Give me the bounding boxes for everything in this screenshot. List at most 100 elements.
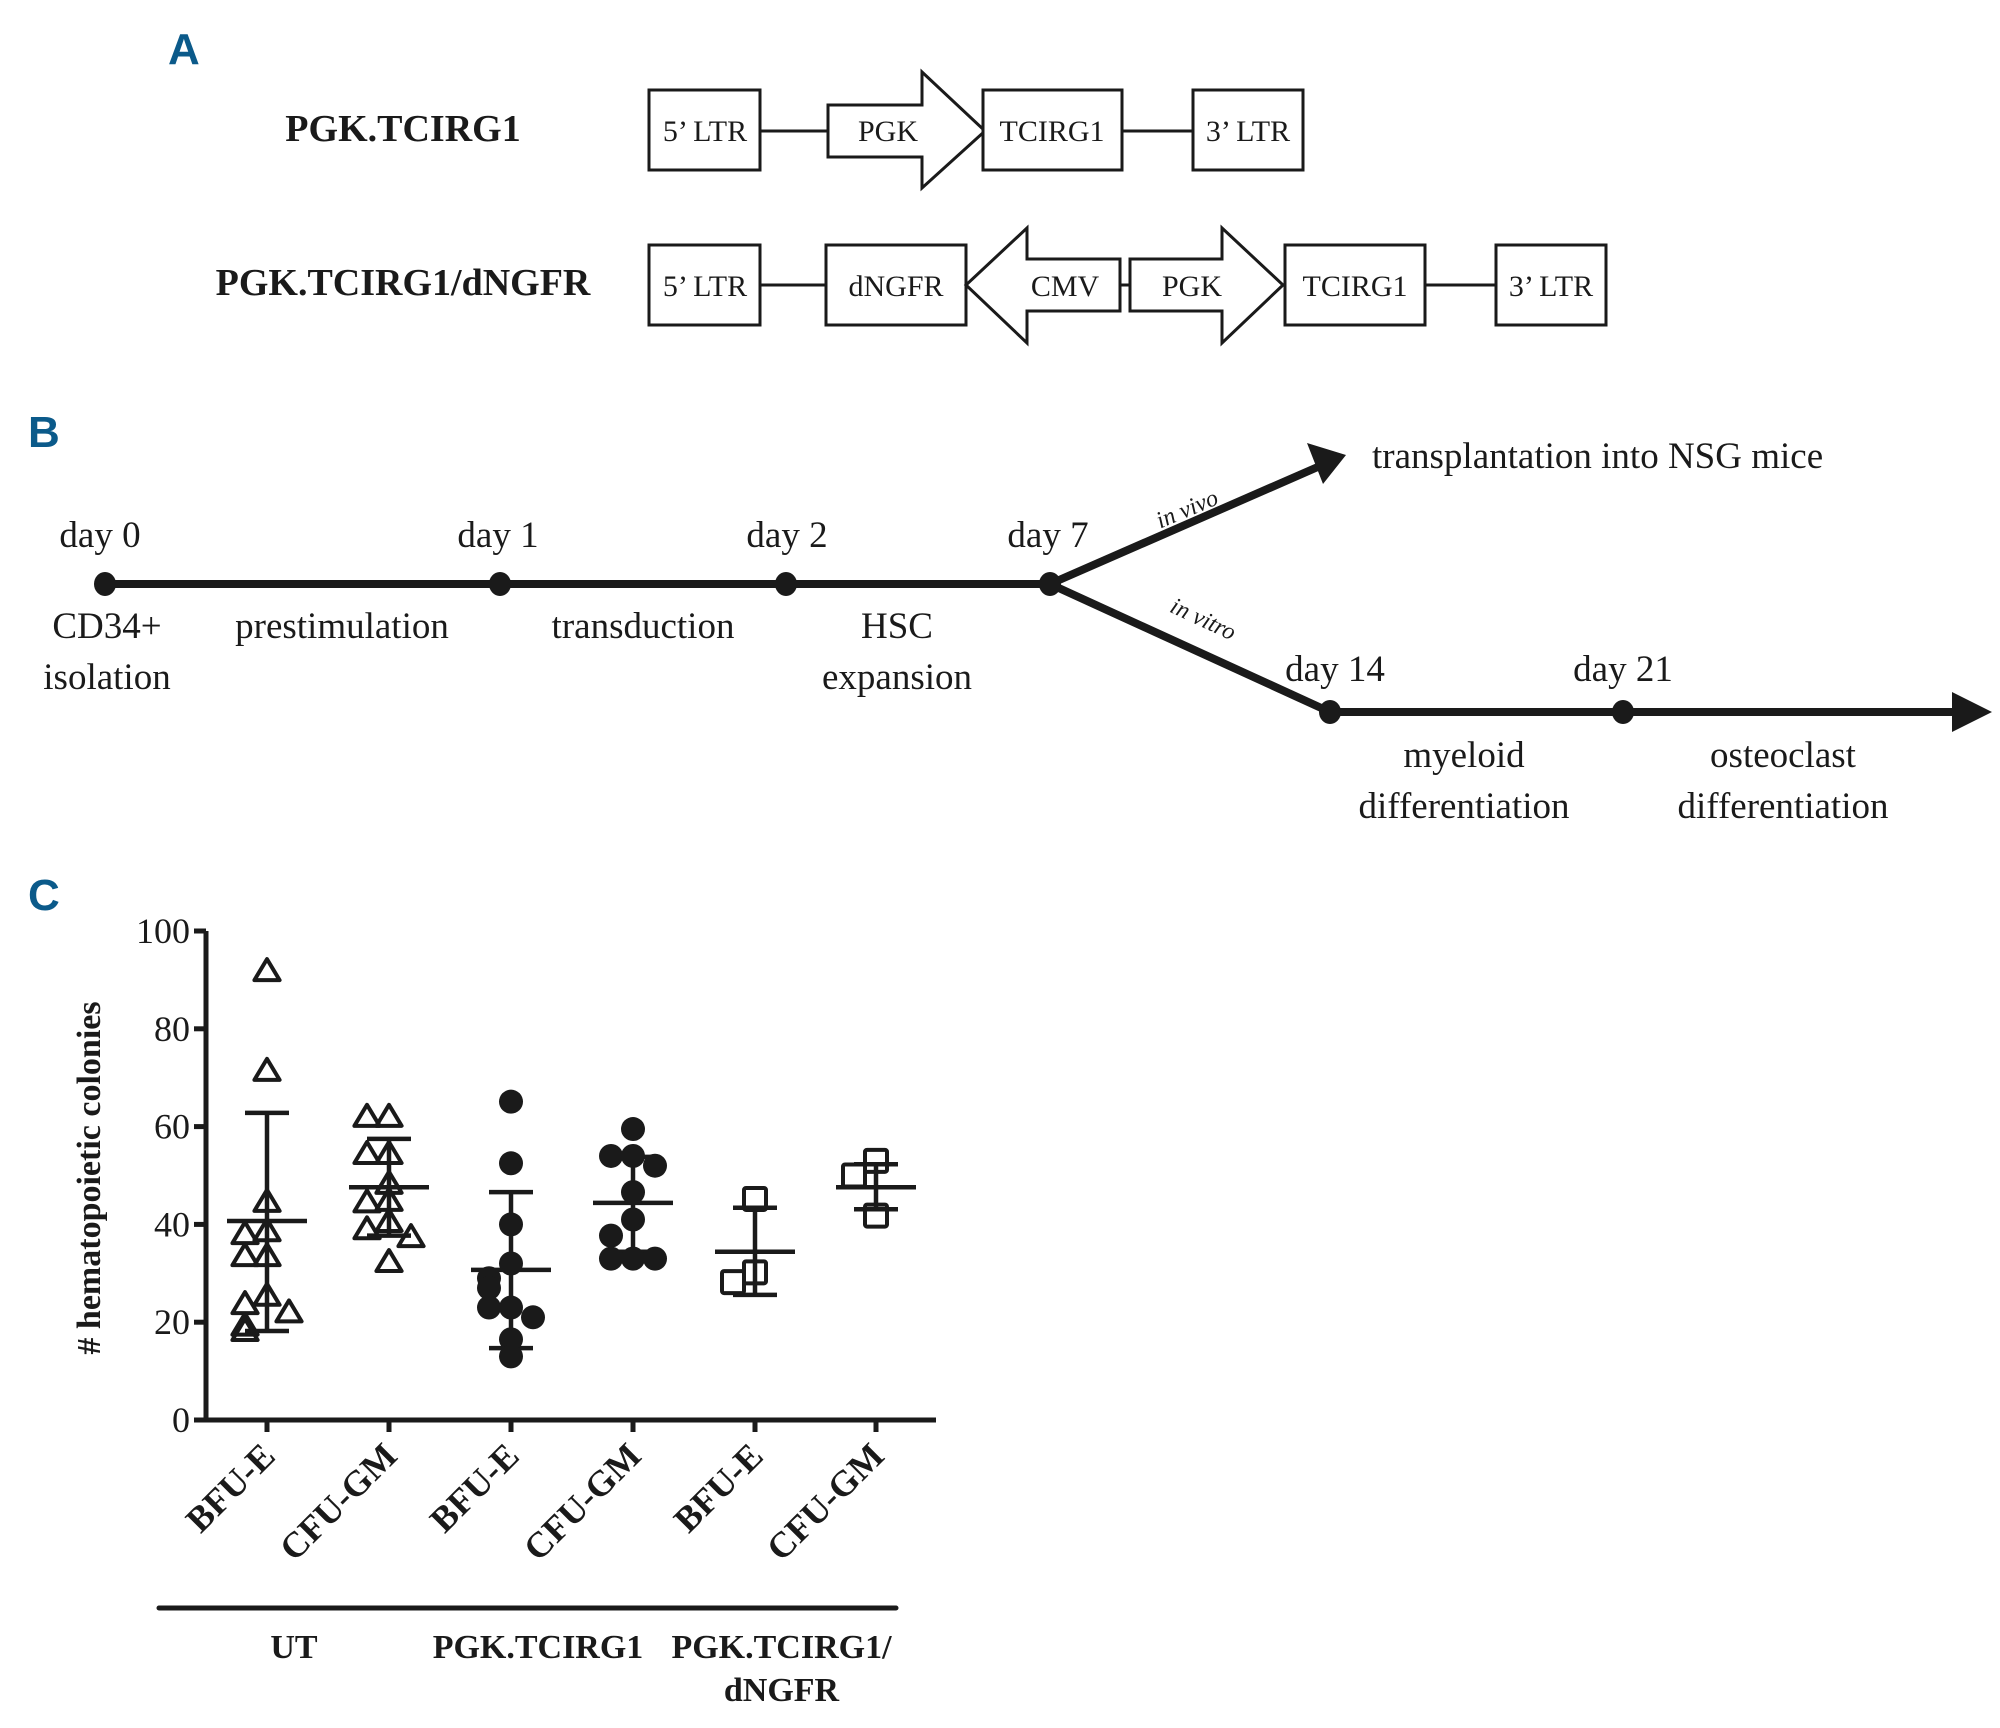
- step-transduction: transduction: [552, 606, 735, 647]
- timepoint-dot: [94, 572, 116, 596]
- data-point-triangle: [252, 1187, 282, 1213]
- data-point-circle: [499, 1151, 523, 1176]
- panel-a: A PGK.TCIRG1 5’ LTR PGK TCIRG1 3’ LTR PG…: [168, 25, 1608, 347]
- ltr5-label: 5’ LTR: [663, 115, 747, 148]
- data-point-triangle: [252, 1281, 282, 1307]
- panel-b: B day 0 day 1 day 2 day 7 day 14 day 21 …: [28, 408, 1992, 827]
- tcirg1-label: TCIRG1: [1303, 270, 1408, 303]
- data-point-circle: [477, 1295, 501, 1320]
- dngfr-box: [824, 243, 968, 327]
- construct-name: PGK.TCIRG1: [285, 108, 520, 150]
- series-0: [227, 957, 307, 1343]
- data-point-circle: [621, 1207, 645, 1232]
- timepoint-label: day 7: [1007, 515, 1088, 556]
- data-point-triangle: [396, 1223, 426, 1249]
- series-3: [593, 1117, 673, 1271]
- data-point-triangle: [230, 1242, 260, 1268]
- arrowhead-in-vitro: [1952, 692, 1992, 732]
- data-point-circle: [499, 1251, 523, 1276]
- branch-in-vivo: [1048, 462, 1322, 588]
- data-point-triangle: [374, 1139, 404, 1165]
- pgk-promoter-arrow: [1128, 224, 1286, 347]
- group-label: PGK.TCIRG1/: [671, 1629, 892, 1666]
- data-point-circle: [499, 1327, 523, 1352]
- cmv-promoter-arrow: [963, 224, 1122, 347]
- timepoint-dot: [1039, 572, 1061, 596]
- panel-c-letter: C: [28, 871, 60, 920]
- data-point-circle: [499, 1295, 523, 1320]
- ltr5-box: [647, 243, 762, 327]
- series-2: [471, 1089, 551, 1369]
- y-tick-label: 100: [136, 911, 190, 951]
- construct-pgk-tcirg1-dngfr: PGK.TCIRG1/dNGFR 5’ LTR dNGFR CMV PGK TC…: [216, 224, 1608, 347]
- series-5: [836, 1147, 916, 1229]
- timepoint-dot: [775, 572, 797, 596]
- timepoint-label: day 1: [457, 515, 538, 556]
- x-tick-label: CFU-GM: [272, 1435, 405, 1568]
- data-point-triangle: [230, 1311, 260, 1337]
- tcirg1-box: [981, 88, 1124, 172]
- data-point-triangle: [252, 1242, 282, 1268]
- data-point-triangle: [352, 1102, 382, 1128]
- data-point-circle: [643, 1153, 667, 1178]
- group-label: UT: [270, 1629, 318, 1666]
- panel-a-letter: A: [168, 25, 200, 74]
- timepoint-label: day 0: [59, 515, 140, 556]
- step-isolation-line1: CD34+: [52, 606, 161, 647]
- x-tick-label: BFU-E: [178, 1435, 283, 1540]
- panel-c: C # hematopoietic colonies 020406080100 …: [28, 871, 936, 1709]
- x-tick-label: CFU-GM: [516, 1435, 649, 1568]
- ltr3-label: 3’ LTR: [1206, 115, 1290, 148]
- step-osteoclast-line1: osteoclast: [1710, 735, 1857, 776]
- ltr5-label: 5’ LTR: [663, 270, 747, 303]
- panel-b-letter: B: [28, 408, 60, 457]
- y-tick-label: 80: [154, 1009, 190, 1049]
- timepoint-dot: [1612, 700, 1634, 724]
- data-point-square: [720, 1269, 746, 1296]
- data-point-circle: [499, 1212, 523, 1237]
- tcirg1-box: [1283, 243, 1427, 327]
- step-osteoclast-line2: differentiation: [1678, 786, 1889, 827]
- dngfr-label: dNGFR: [848, 270, 943, 303]
- timepoint-label: day 21: [1573, 649, 1673, 690]
- timepoint-dot: [489, 572, 511, 596]
- group-label: PGK.TCIRG1: [433, 1629, 644, 1666]
- y-tick-label: 40: [154, 1204, 190, 1244]
- data-point-triangle: [252, 1217, 282, 1243]
- pgk-label: PGK: [1162, 270, 1222, 303]
- pgk-promoter-arrow: [826, 68, 988, 192]
- data-point-circle: [521, 1305, 545, 1330]
- data-point-circle: [643, 1246, 667, 1271]
- x-tick-label: BFU-E: [666, 1435, 771, 1540]
- step-myeloid-line2: differentiation: [1359, 786, 1570, 827]
- series-4: [715, 1185, 795, 1298]
- arrowhead-in-vivo: [1307, 443, 1346, 484]
- data-point-circle: [599, 1223, 623, 1248]
- data-point-triangle: [374, 1207, 404, 1233]
- step-prestimulation: prestimulation: [235, 606, 449, 647]
- group-labels: UT PGK.TCIRG1 PGK.TCIRG1/dNGFR: [156, 1605, 899, 1709]
- pgk-label: PGK: [858, 115, 918, 148]
- data-point-circle: [621, 1246, 645, 1271]
- data-point-circle: [477, 1275, 501, 1300]
- data-point-circle: [499, 1344, 523, 1369]
- ltr5-box: [647, 88, 762, 172]
- step-isolation-line2: isolation: [43, 657, 170, 698]
- construct-name: PGK.TCIRG1/dNGFR: [216, 262, 591, 304]
- data-point-triangle: [230, 1317, 260, 1343]
- data-point-square: [742, 1185, 768, 1212]
- data-point-square: [863, 1147, 889, 1174]
- group-label: dNGFR: [724, 1672, 840, 1709]
- data-point-triangle: [352, 1139, 382, 1165]
- data-point-square: [841, 1162, 867, 1189]
- x-tick-label: BFU-E: [422, 1435, 527, 1540]
- step-expansion-line1: HSC: [861, 606, 933, 647]
- data-point-circle: [599, 1143, 623, 1168]
- data-point-circle: [621, 1180, 645, 1205]
- data-point-circle: [499, 1089, 523, 1114]
- y-axis-title: # hematopoietic colonies: [71, 1001, 108, 1354]
- data-marks: [227, 957, 916, 1369]
- step-expansion-line2: expansion: [822, 657, 972, 698]
